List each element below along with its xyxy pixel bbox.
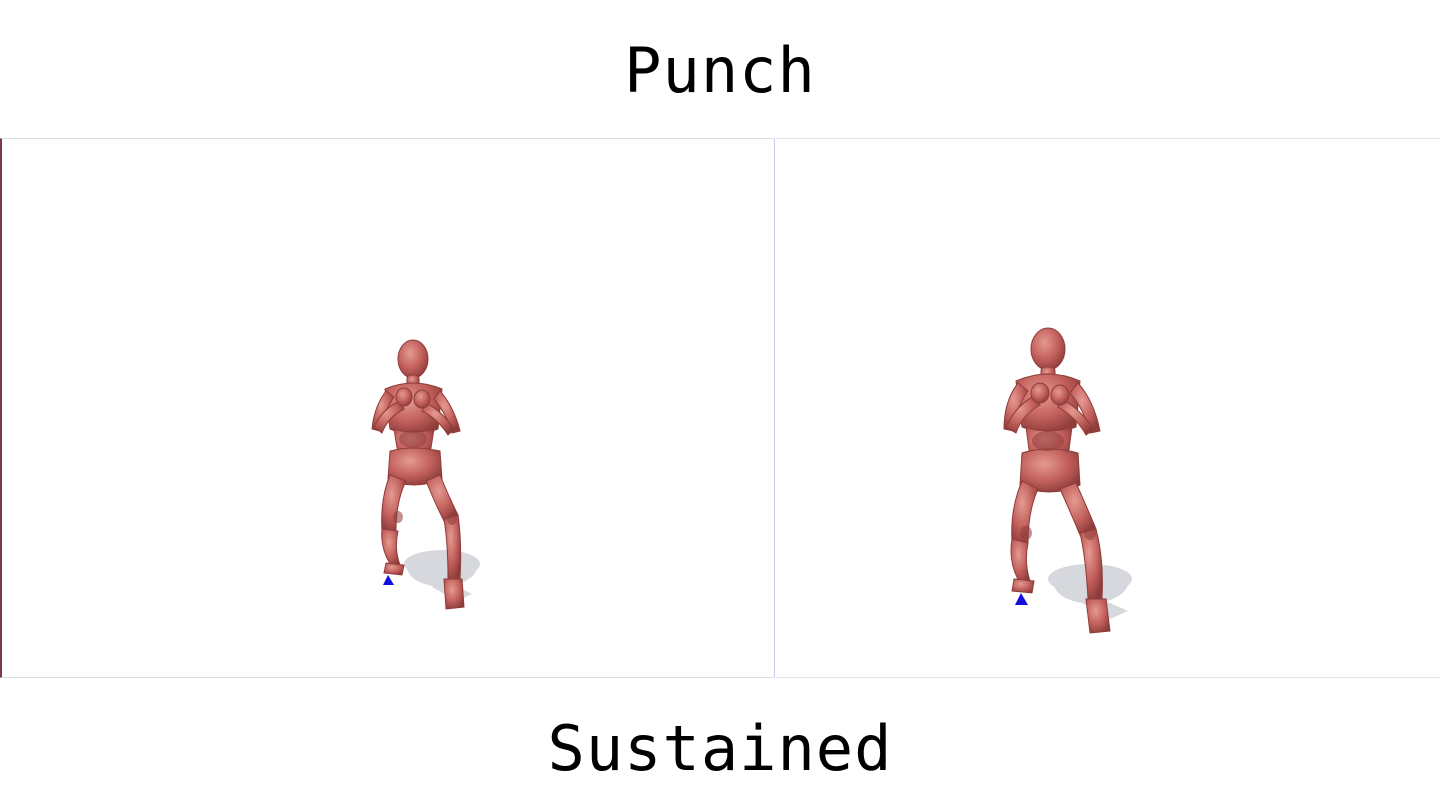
figure-shading xyxy=(1020,431,1096,540)
left-scene xyxy=(371,339,480,610)
blue-contact-marker-icon xyxy=(1015,593,1028,605)
right-scene xyxy=(1003,327,1132,634)
figure-shading xyxy=(393,430,457,525)
ground-shadow xyxy=(404,550,480,601)
caption-sustained: Sustained xyxy=(547,712,893,785)
caption-punch: Punch xyxy=(624,34,816,107)
left-render-viewport xyxy=(0,138,775,678)
blue-contact-marker-icon xyxy=(383,575,394,585)
right-render-viewport xyxy=(776,138,1440,678)
